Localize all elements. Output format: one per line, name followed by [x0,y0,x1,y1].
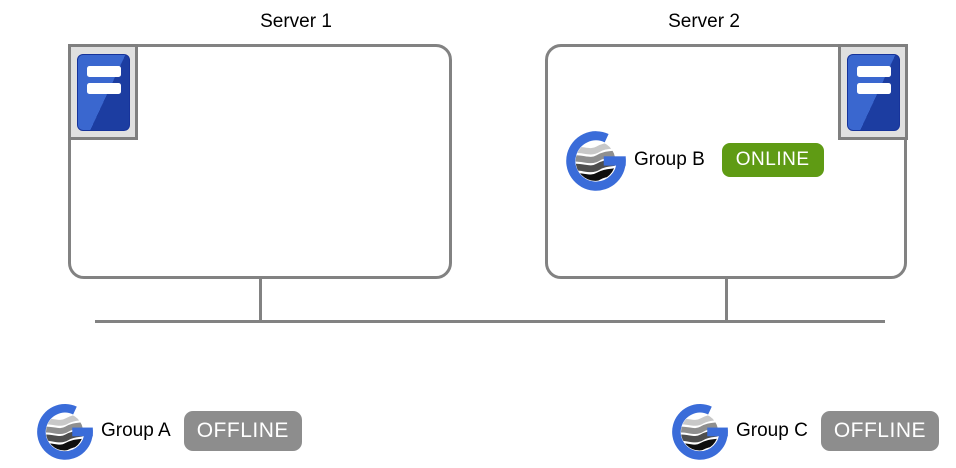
galera-globe-icon [672,404,728,460]
group-b-label: Group B [634,149,705,170]
tower-slot [86,82,121,94]
group-c-row: Group C OFFLINE [671,402,939,460]
tower-slot [856,65,891,77]
galera-globe-icon [566,131,626,191]
server1-connector-line [258,277,262,323]
group-c-status-badge: OFFLINE [820,411,939,451]
group-c-label: Group C [736,420,808,441]
server2-title: Server 2 [668,11,740,32]
server-tower-icon [68,44,138,140]
server-tower-glyph [76,53,130,131]
galera-globe-icon [37,404,93,460]
server1-title: Server 1 [260,11,332,32]
server-tower-icon [838,44,908,140]
group-b-row: Group B ONLINE [565,129,824,191]
network-bus-line [95,320,885,323]
tower-slot [86,65,121,77]
server2-connector-line [724,277,728,323]
group-b-status-badge: ONLINE [721,143,824,177]
group-a-status-badge: OFFLINE [183,411,302,451]
server-tower-glyph [846,53,900,131]
group-a-label: Group A [101,420,171,441]
tower-slot [856,82,891,94]
group-a-row: Group A OFFLINE [36,402,302,460]
